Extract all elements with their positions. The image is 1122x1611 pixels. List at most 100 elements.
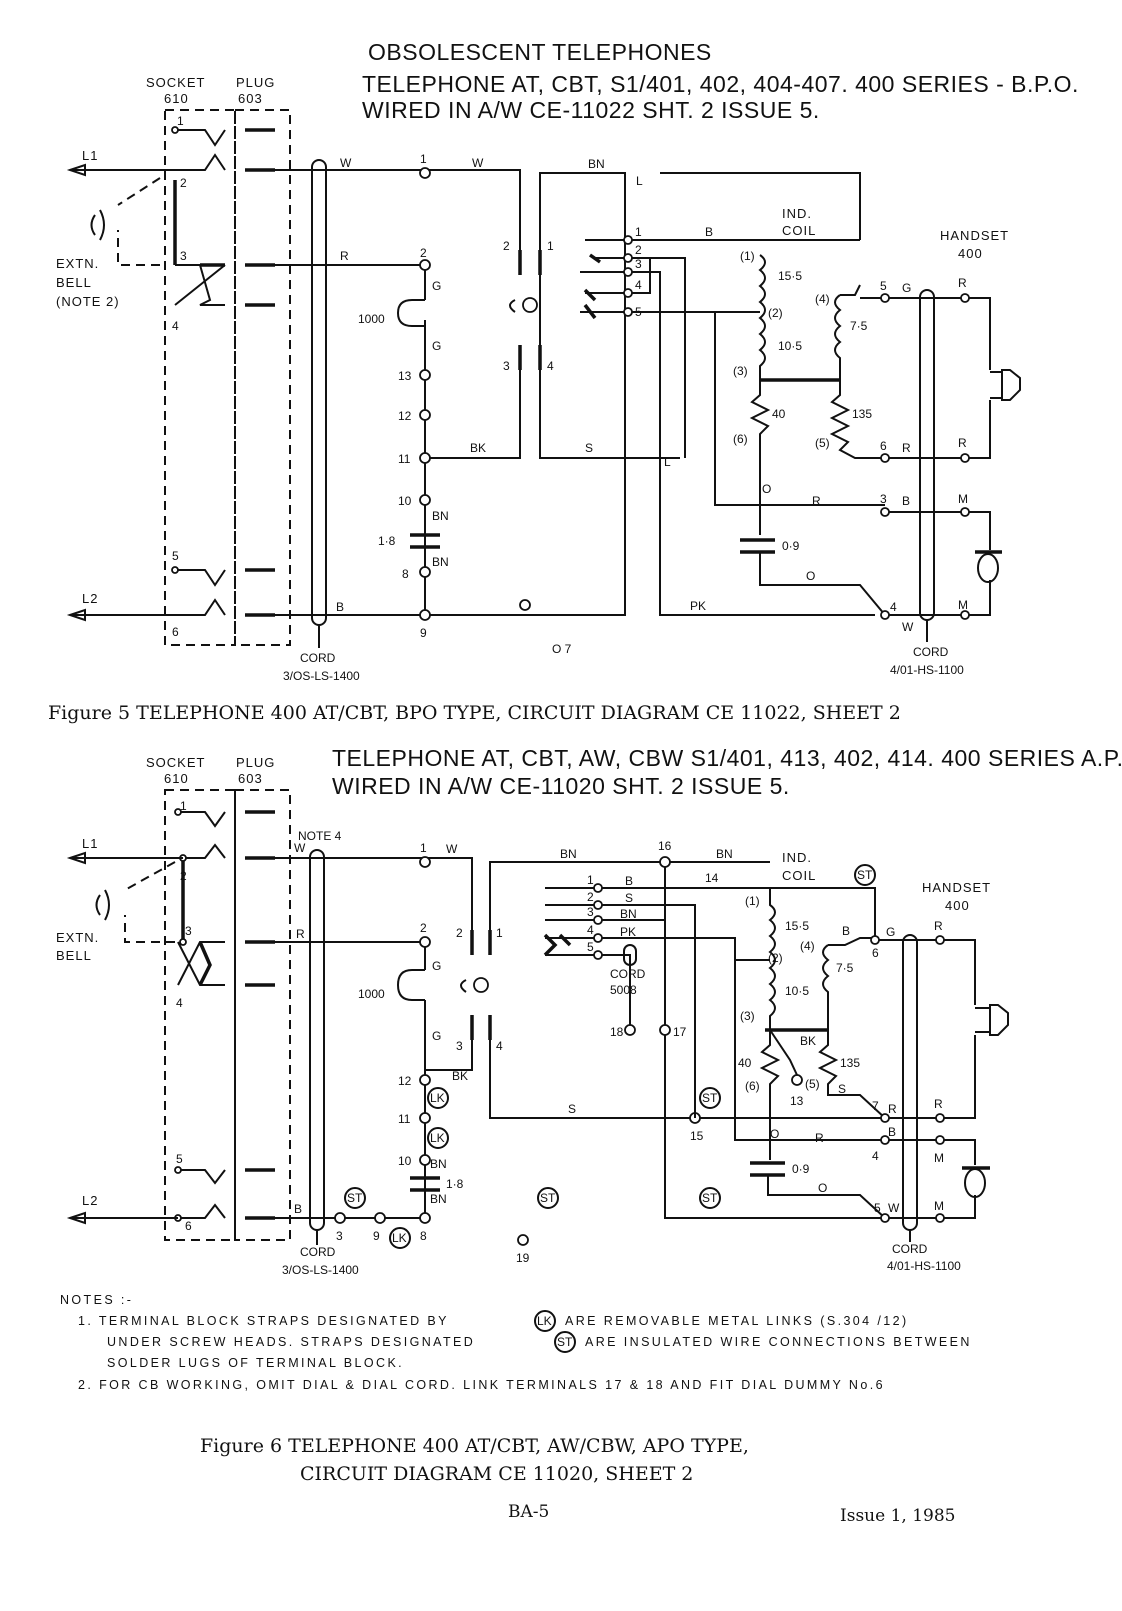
fig5-pin-5: 5 xyxy=(172,549,179,563)
fig6-capacitor-0-9: 0·9 xyxy=(792,1162,810,1176)
fig6-socket-label: SOCKET xyxy=(146,755,205,770)
fig6-line-cord-label: CORD xyxy=(300,1245,336,1259)
note-1-line2b: ARE INSULATED WIRE CONNECTIONS BETWEEN xyxy=(585,1335,972,1349)
fig5-term-o1: O xyxy=(762,482,771,496)
fig5-header-line2: TELEPHONE AT, CBT, S1/401, 402, 404-407.… xyxy=(362,71,1079,97)
fig5-plug-box xyxy=(234,109,291,646)
fig6-hook-4: 4 xyxy=(496,1039,503,1053)
fig6-term-11: 11 xyxy=(398,1112,411,1126)
fig6-term-2: 2 xyxy=(420,921,427,935)
fig5-socket-number: 610 xyxy=(164,91,189,106)
fig5-plug-contacts xyxy=(245,128,275,617)
fig5-wire-bn: BN xyxy=(588,157,605,171)
fig5-hook-3: 3 xyxy=(503,359,510,373)
fig6-handset-wiring xyxy=(870,935,976,1223)
fig5-pin-3: 3 xyxy=(180,249,187,263)
fig6-ind-coil-label2: COIL xyxy=(782,868,816,883)
fig6-wire-s: S xyxy=(568,1102,576,1116)
fig5-term-8: 8 xyxy=(402,567,409,581)
fig6-term-14: 14 xyxy=(705,871,719,885)
fig6-wire-pk: PK xyxy=(620,925,636,939)
fig6-term-8: 8 xyxy=(420,1229,427,1243)
fig5-line-cord-number: 3/OS-LS-1400 xyxy=(283,669,360,683)
fig6-dial-springs xyxy=(543,883,885,1141)
fig5-hook-2: 2 xyxy=(503,239,510,253)
fig6-dial-1: 1 xyxy=(587,873,594,887)
fig6-wire-g2: G xyxy=(432,1029,441,1043)
fig5-hs-term-6: 6 xyxy=(880,439,887,453)
fig5-pin-6: 6 xyxy=(172,625,179,639)
fig5-capacitor-0-9: 0·9 xyxy=(782,539,800,553)
fig6-term-o1: O xyxy=(770,1127,779,1141)
fig5-wire-bn2: BN xyxy=(432,509,449,523)
fig6-hs-term-6: 6 xyxy=(872,946,879,960)
fig5-hs-wire-r3: R xyxy=(958,436,967,450)
fig6-term-o2: O xyxy=(818,1181,827,1195)
fig5-wire-s: S xyxy=(585,441,593,455)
fig5-wire-r: R xyxy=(340,249,349,263)
fig5-dial-springs xyxy=(580,235,885,616)
fig5-handset-wiring xyxy=(860,293,991,620)
fig5-ind-coil-label: IND. xyxy=(782,206,812,221)
fig5-hs-term-4: 4 xyxy=(890,600,897,614)
fig6-induction-coil xyxy=(735,887,886,1219)
fig5-resistor-40: 40 xyxy=(772,407,786,421)
fig6-line-cord xyxy=(309,849,325,1231)
fig6-wire-b2: B xyxy=(625,874,633,888)
fig5-wire-w2: W xyxy=(472,156,484,170)
fig6-term-3: 3 xyxy=(336,1229,343,1243)
fig5-l1-label: L1 xyxy=(82,148,98,163)
fig6-term-9: 9 xyxy=(373,1229,380,1243)
fig6-wire-bn5: BN xyxy=(620,907,637,921)
fig5-coil-2: (2) xyxy=(768,306,783,320)
fig6-resistor-135: 135 xyxy=(840,1056,860,1070)
fig5-main-wiring xyxy=(275,169,861,616)
fig6-extn-label: EXTN. xyxy=(56,930,99,945)
fig5-coil-5: (5) xyxy=(815,436,830,450)
fig6-wire-bn4: BN xyxy=(430,1192,447,1206)
fig5-dial-3: 3 xyxy=(635,257,642,271)
fig6-extn-bell-wiring xyxy=(124,861,176,943)
fig6-term-10: 10 xyxy=(398,1154,412,1168)
fig6-wire-r: R xyxy=(296,927,305,941)
fig5-handset-number: 400 xyxy=(958,246,983,261)
fig6-bell-label: BELL xyxy=(56,948,92,963)
fig6-wire-s3: S xyxy=(838,1082,846,1096)
fig6-coil-10-5: 10·5 xyxy=(785,984,809,998)
fig6-coil-7-5: 7·5 xyxy=(836,961,854,975)
fig6-strap-badges xyxy=(344,864,876,1249)
fig6-capacitor-value: 1·8 xyxy=(446,1177,464,1191)
receiver-icon xyxy=(975,1004,1009,1036)
fig6-wire-r2: R xyxy=(815,1131,824,1145)
fig6-coil-5: (5) xyxy=(805,1077,820,1091)
fig6-handset-label: HANDSET xyxy=(922,880,991,895)
fig6-plug-number: 603 xyxy=(238,771,263,786)
fig6-note4-label: NOTE 4 xyxy=(298,829,342,843)
fig5-dial-4: 4 xyxy=(635,278,642,292)
fig6-pin-2: 2 xyxy=(180,869,187,883)
fig5-capacitor-value: 1·8 xyxy=(378,534,396,548)
fig6-handset-cord-number: 4/01-HS-1100 xyxy=(887,1259,961,1273)
fig5-hs-wire-b: B xyxy=(902,494,910,508)
fig5-wire-b: B xyxy=(336,600,344,614)
fig6-hs-wire-b: B xyxy=(888,1125,896,1139)
fig5-handset-cord-number: 4/01-HS-1100 xyxy=(890,663,964,677)
fig5-hook-4: 4 xyxy=(547,359,554,373)
fig6-hs-term-4: 4 xyxy=(872,1149,879,1163)
fig6-dial-cord-number: 5008 xyxy=(610,983,637,997)
fig5-hs-wire-m2: M xyxy=(958,598,968,612)
fig6-coil-2: (2) xyxy=(768,951,783,965)
figure-5: OBSOLESCENT TELEPHONES TELEPHONE AT, CBT… xyxy=(48,39,1079,724)
issue-date: Issue 1, 1985 xyxy=(840,1506,955,1526)
fig5-wire-g1: G xyxy=(432,279,441,293)
page-number: BA-5 xyxy=(508,1502,549,1522)
fig5-term-13: 13 xyxy=(398,369,412,383)
fig6-term-15: 15 xyxy=(690,1129,704,1143)
fig6-hs-wire-r2: R xyxy=(888,1102,897,1116)
bell-icon xyxy=(95,889,110,921)
fig5-wire-b2: B xyxy=(705,225,713,239)
fig5-ringer xyxy=(396,299,425,327)
fig6-term-19: 19 xyxy=(516,1251,530,1265)
fig5-ringer-value: 1000 xyxy=(358,312,385,326)
fig5-dial-1: 1 xyxy=(635,225,642,239)
